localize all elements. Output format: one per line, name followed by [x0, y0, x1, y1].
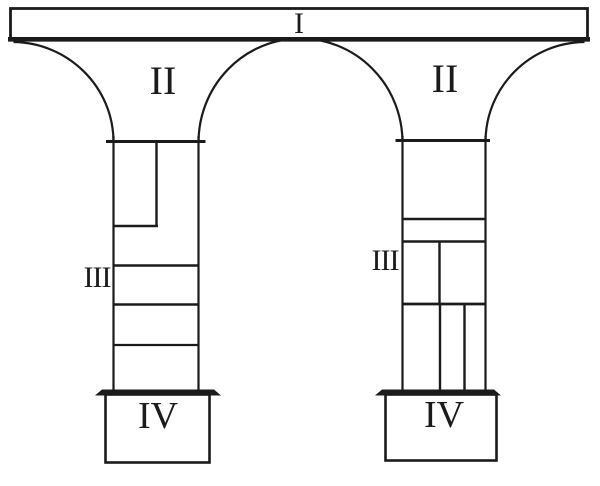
label-left-column-III: III: [84, 261, 111, 294]
central-arch-curve: [197, 37, 404, 144]
label-left-base-IV: IV: [138, 395, 179, 437]
left-column: [106, 136, 206, 390]
right-outer-flare-curve: [484, 40, 585, 143]
label-right-base-IV: IV: [424, 394, 465, 436]
right-base-block: [384, 393, 498, 462]
label-deck-I: I: [294, 7, 304, 40]
label-left-arch-II: II: [150, 58, 177, 103]
right-column: [395, 136, 490, 390]
deck-beam: [8, 7, 590, 42]
left-outer-flare-curve: [13, 40, 115, 143]
left-base-block: [104, 393, 211, 464]
label-right-arch-II: II: [432, 56, 459, 101]
label-right-column-III: III: [372, 244, 399, 277]
